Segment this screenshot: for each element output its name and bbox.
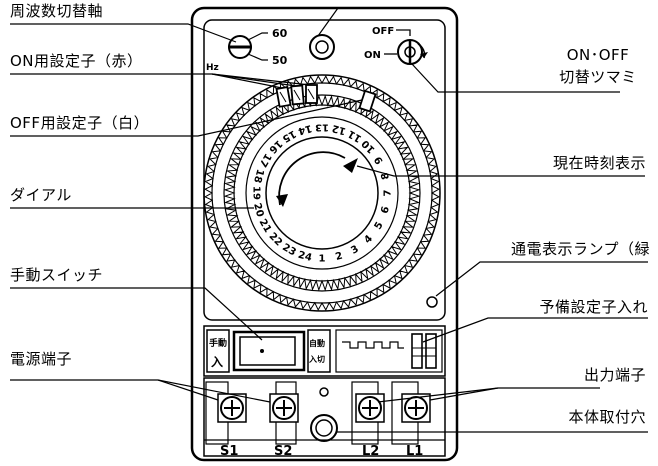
off-pin-1	[358, 89, 377, 113]
auto-label-top: 自動	[309, 338, 325, 348]
power-lamp	[426, 296, 438, 308]
dial-number-23: 23	[280, 242, 298, 259]
leader-manual-switch	[10, 287, 263, 341]
label-off-pin: OFF用設定子（白）	[10, 114, 150, 132]
device-body	[190, 6, 459, 462]
label-dial: ダイアル	[10, 186, 72, 204]
control-strip: 手動 入 自動 入切	[203, 325, 446, 377]
leader-freq-axis	[10, 23, 237, 43]
label-onoff-knob-line1: ON･OFF	[566, 46, 630, 64]
dial-number-6: 6	[380, 205, 392, 215]
dial-number-8: 8	[380, 171, 392, 181]
leader-power-lamp	[435, 261, 648, 297]
leader-current-time	[356, 165, 645, 177]
freq-60-mark: 60	[272, 27, 288, 40]
current-time-pointer	[343, 158, 358, 173]
freq-hz-mark: Hz	[206, 63, 219, 73]
label-manual-switch: 手動スイッチ	[10, 266, 104, 284]
terminal-l2-label: L2	[362, 444, 379, 459]
terminal-block: S1 S2 L2 L1	[203, 377, 446, 459]
dial-number-24: 24	[297, 250, 313, 264]
off-mark: OFF	[372, 26, 394, 37]
manual-label-top: 手動	[209, 337, 227, 349]
leader-onoff-knob	[411, 63, 620, 93]
dial-number-20: 20	[251, 202, 265, 218]
leader-lines	[10, 7, 648, 433]
dial-number-17: 17	[257, 151, 274, 169]
spare-pin-1	[411, 333, 423, 369]
terminal-l1-label: L1	[406, 444, 423, 459]
terminal-l2-screw	[355, 393, 385, 423]
leader-spare-pins	[422, 317, 648, 343]
auto-label-bottom: 入切	[308, 354, 325, 364]
manual-label-bottom: 入	[211, 355, 223, 369]
dial-number-12: 12	[331, 122, 347, 136]
dial-number-3: 3	[349, 244, 361, 257]
leader-on-pin-3	[211, 73, 311, 86]
on-mark: ON	[364, 50, 381, 61]
label-power-terminal: 電源端子	[10, 350, 73, 368]
label-spare-pins: 予備設定子入れ	[539, 298, 648, 316]
dial-number-9: 9	[373, 154, 386, 166]
leader-on-pin	[10, 73, 283, 89]
label-mount-hole: 本体取付穴	[568, 408, 646, 426]
frequency-switch-axis: 60 50 Hz	[206, 27, 288, 73]
dial-number-21: 21	[257, 217, 274, 235]
dial-number-22: 22	[266, 231, 284, 249]
dial-number-13: 13	[315, 122, 329, 133]
terminal-s2-label: S2	[274, 444, 292, 459]
dial-number-5: 5	[373, 220, 386, 232]
label-frequency-axis: 周波数切替軸	[10, 2, 104, 20]
dial-number-10: 10	[360, 137, 378, 155]
terminal-s1-screw	[217, 393, 247, 423]
dial-outer-ring	[203, 74, 441, 312]
leader-output-l1	[429, 387, 499, 401]
terminal-l1-screw	[401, 393, 431, 423]
leader-power-s1	[10, 379, 219, 401]
dial-center-disc	[265, 136, 379, 250]
dial-number-14: 14	[297, 122, 313, 136]
dial-number-15: 15	[280, 128, 298, 145]
dial-rotation-arrow	[278, 151, 346, 206]
center-top-knob-inner	[315, 40, 329, 54]
auto-label-box	[307, 329, 331, 373]
dial-number-4: 4	[362, 233, 375, 246]
terminal-s1-label: S1	[220, 444, 238, 459]
leader-top-knob	[317, 7, 360, 37]
onoff-switch-knob: OFF ON	[364, 26, 428, 65]
label-current-time: 現在時刻表示	[552, 154, 646, 172]
device-inner-panel	[203, 19, 446, 321]
dial-number-18: 18	[251, 168, 265, 184]
leader-power-s2	[157, 379, 271, 403]
label-onoff-knob-line2: 切替ツマミ	[559, 68, 637, 86]
freq-50-mark: 50	[272, 54, 288, 67]
upper-small-hole	[319, 387, 329, 397]
label-power-lamp: 通電表示ランプ（緑	[510, 240, 650, 258]
terminal-s2-screw	[269, 393, 299, 423]
leader-off-pin	[10, 99, 363, 137]
dial-number-1: 1	[319, 254, 326, 265]
spare-pin-storage	[335, 329, 443, 373]
label-output-terminal: 出力端子	[583, 366, 646, 384]
manual-label-box	[206, 329, 230, 373]
dial-number-2: 2	[334, 251, 344, 263]
dial-number-11: 11	[346, 128, 364, 145]
dial-number-16: 16	[266, 137, 284, 155]
label-on-pin: ON用設定子（赤）	[10, 52, 143, 70]
dial-number-19: 19	[251, 186, 262, 200]
spare-pin-2	[425, 333, 437, 369]
dial-number-7: 7	[383, 189, 394, 196]
setting-pins	[275, 84, 377, 113]
